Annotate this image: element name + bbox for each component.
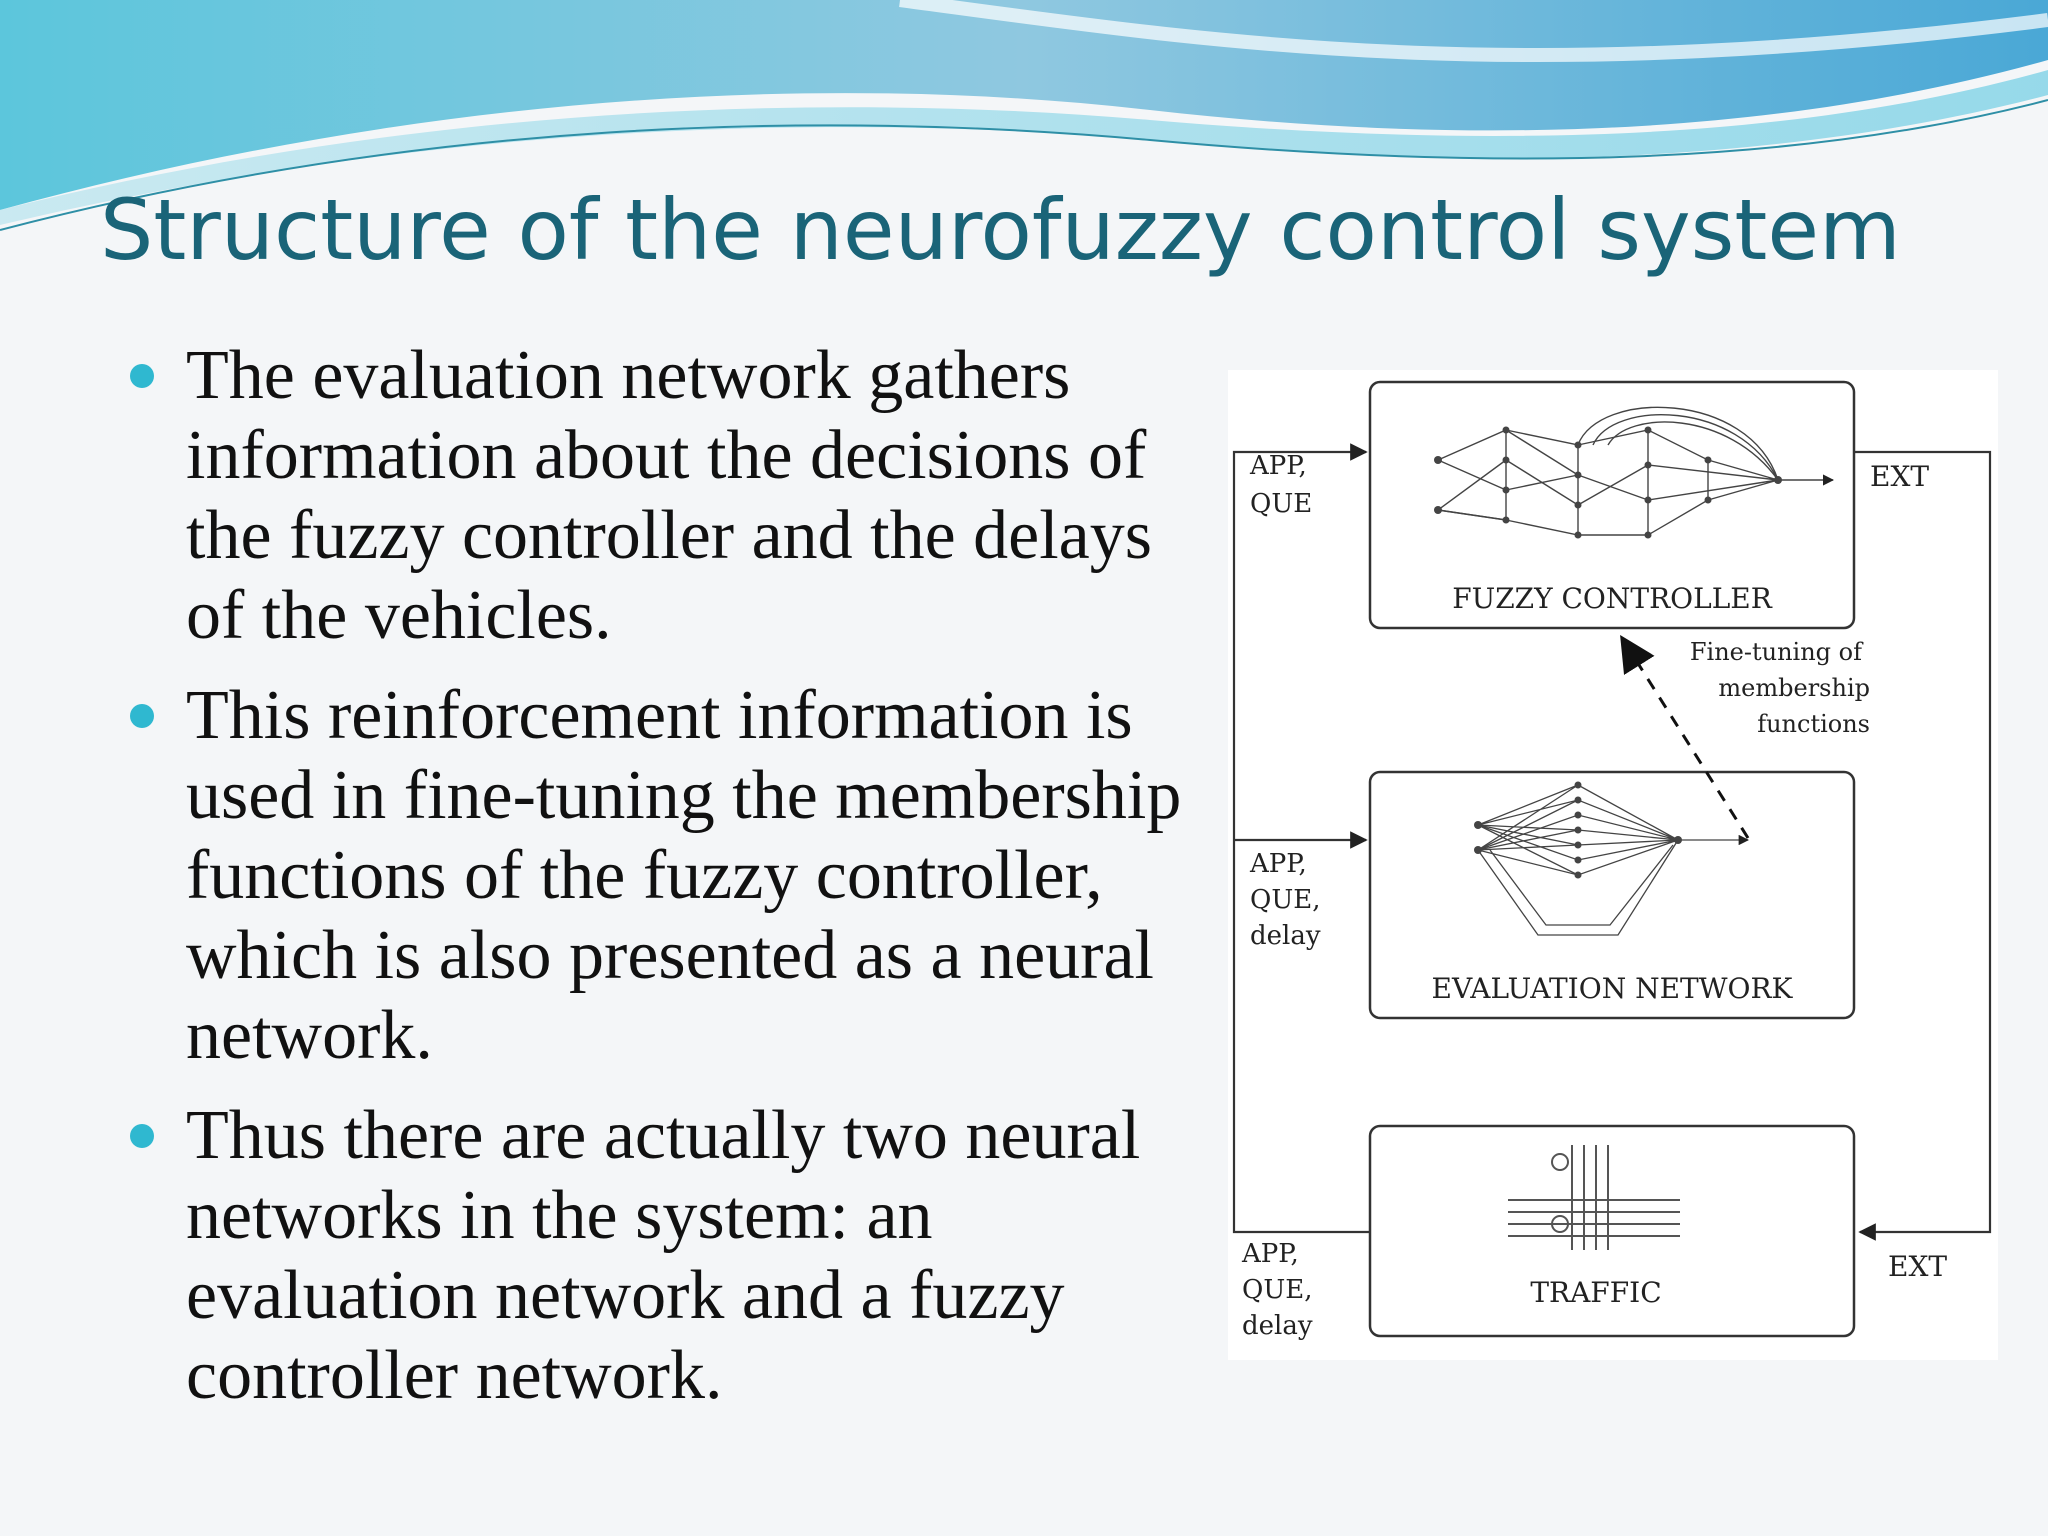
bullet-text: The evaluation network gathers informati… bbox=[186, 337, 1152, 654]
bullet-item: This reinforcement information is used i… bbox=[128, 676, 1208, 1076]
evaluation-network-nodes bbox=[1474, 781, 1682, 879]
fuzzy-input-que: QUE bbox=[1250, 489, 1312, 519]
ext-bottom-label: EXT bbox=[1888, 1250, 1947, 1283]
fuzzy-input-app: APP, bbox=[1249, 451, 1307, 481]
fuzzy-controller-box bbox=[1368, 380, 1856, 630]
evaluation-network-label: EVALUATION NETWORK bbox=[1432, 972, 1794, 1005]
bullet-icon bbox=[130, 364, 154, 388]
bullet-icon bbox=[130, 704, 154, 728]
fine-tuning-note-line-3: functions bbox=[1757, 710, 1870, 738]
ext-top-label: EXT bbox=[1870, 460, 1929, 493]
intersection-icon bbox=[1508, 1145, 1680, 1250]
bullet-list: The evaluation network gathers informati… bbox=[128, 336, 1208, 1436]
slide-title: Structure of the neurofuzzy control syst… bbox=[100, 181, 1901, 279]
bullet-text: Thus there are actually two neural netwo… bbox=[186, 1097, 1141, 1414]
fine-tuning-note-line-2: membership bbox=[1718, 674, 1870, 702]
traffic-output-delay: delay bbox=[1242, 1311, 1313, 1341]
traffic-output-app: APP, bbox=[1241, 1239, 1299, 1269]
header-wave-decoration bbox=[0, 0, 2048, 231]
evaluation-network-box bbox=[1368, 770, 1856, 1020]
evaluation-input-que: QUE, bbox=[1250, 885, 1320, 915]
evaluation-input-app: APP, bbox=[1249, 849, 1307, 879]
fuzzy-controller-label: FUZZY CONTROLLER bbox=[1452, 582, 1773, 615]
bullet-icon bbox=[130, 1124, 154, 1148]
traffic-output-que: QUE, bbox=[1242, 1275, 1312, 1305]
fine-tuning-arrow bbox=[1620, 634, 1750, 839]
connection-lines bbox=[1232, 443, 1992, 1241]
bullet-text: This reinforcement information is used i… bbox=[186, 677, 1182, 1074]
evaluation-input-delay: delay bbox=[1250, 921, 1321, 951]
fuzzy-network-icon bbox=[1437, 406, 1835, 536]
fuzzy-network-nodes bbox=[1434, 426, 1782, 539]
neurofuzzy-diagram: FUZZY CONTROLLER EVALUATION NETWORK TRAF… bbox=[1228, 370, 1998, 1360]
fine-tuning-note-line-1: Fine-tuning of bbox=[1690, 638, 1864, 666]
traffic-label: TRAFFIC bbox=[1530, 1276, 1661, 1309]
bullet-item: Thus there are actually two neural netwo… bbox=[128, 1096, 1208, 1416]
bullet-item: The evaluation network gathers informati… bbox=[128, 336, 1208, 656]
